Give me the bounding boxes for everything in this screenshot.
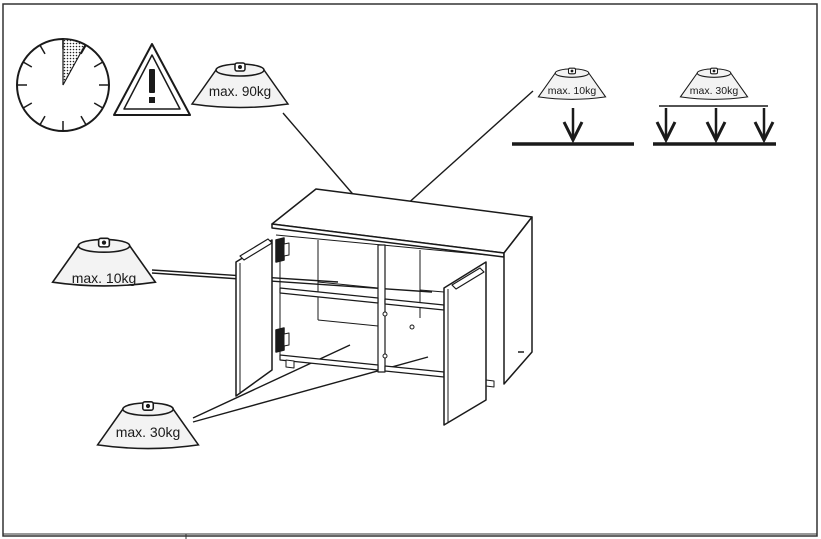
page-border (2, 3, 818, 537)
distributed-load-label: max. 30kg (690, 85, 739, 97)
cabinet-drawing (235, 188, 533, 426)
bottom-weight-label: max. 30kg (116, 424, 181, 440)
distributed-load-diagram (653, 105, 776, 146)
shelf-weight-label: max. 10kg (72, 270, 137, 286)
point-load-label: max. 10kg (548, 85, 597, 97)
top-weight-label: max. 90kg (209, 84, 271, 99)
point-load-diagram (512, 108, 634, 146)
warning-triangle-icon (113, 43, 191, 116)
clock-icon (16, 38, 110, 132)
